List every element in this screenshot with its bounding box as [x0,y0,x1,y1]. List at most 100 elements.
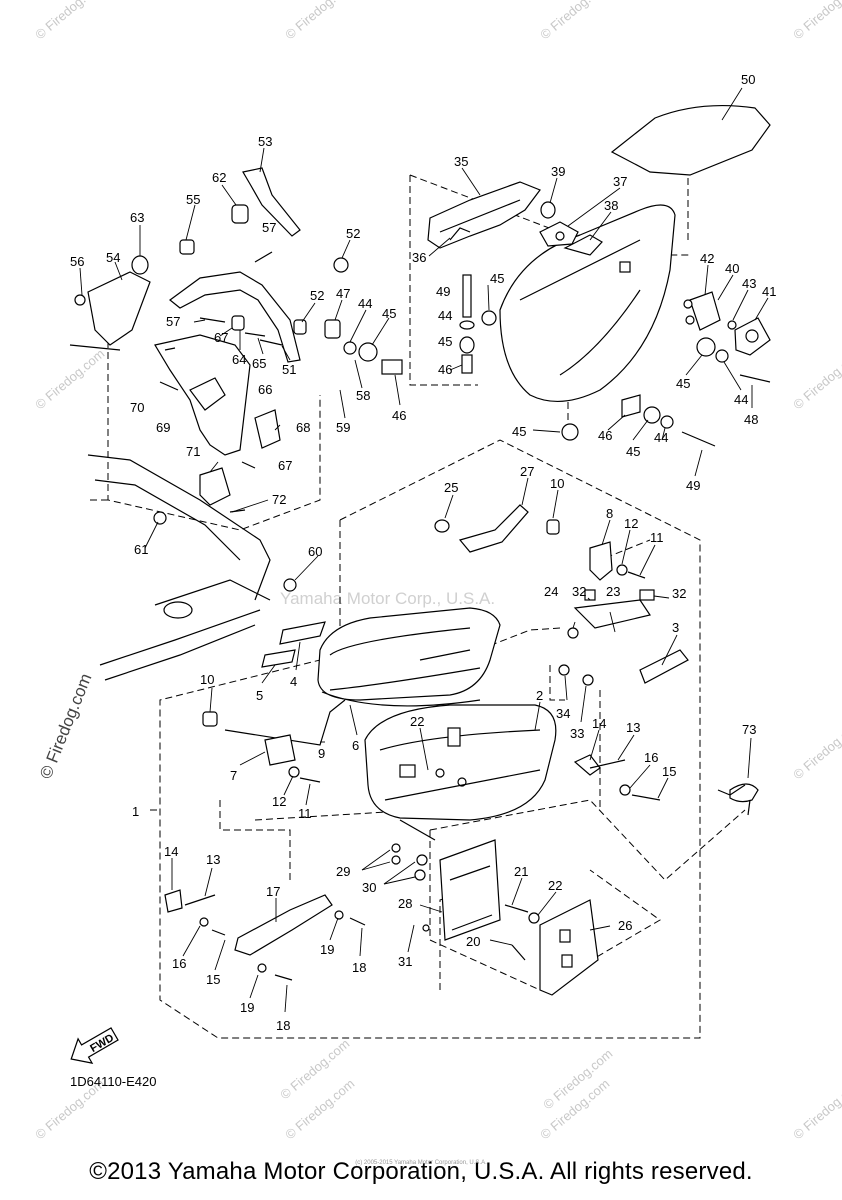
callout-44b: 44 [438,308,452,323]
callout-3: 3 [672,620,679,635]
callout-55: 55 [186,192,200,207]
watermark-side: © Firedog.com [36,671,95,782]
callout-12b: 12 [272,794,286,809]
callout-44: 44 [358,296,372,311]
watermark-small: © Firedog.com [790,716,842,782]
callout-16: 16 [644,750,658,765]
callout-57: 57 [262,220,276,235]
callout-10b: 10 [200,672,214,687]
callout-45b: 45 [382,306,396,321]
callout-46b: 46 [438,362,452,377]
callout-18b: 18 [276,1018,290,1033]
callout-41: 41 [762,284,776,299]
callout-49: 49 [436,284,450,299]
callout-18: 18 [352,960,366,975]
callout-43: 43 [742,276,756,291]
callout-45c: 45 [438,334,452,349]
callout-22b: 22 [548,878,562,893]
callout-47: 47 [336,286,350,301]
callout-29: 29 [336,864,350,879]
callout-61: 61 [134,542,148,557]
watermark-center: Yamaha Motor Corp., U.S.A. [280,589,495,608]
latches-and-hinges [164,504,759,981]
inner-plate-assembly [391,839,599,996]
callout-48: 48 [744,412,758,427]
callout-14b: 14 [164,844,178,859]
watermark-small: © Firedog.com [790,1076,842,1142]
callout-44c: 44 [734,392,748,407]
callout-25: 25 [444,480,458,495]
callout-12: 12 [624,516,638,531]
callout-51: 51 [282,362,296,377]
callout-19b: 19 [240,1000,254,1015]
callout-26: 26 [618,918,632,933]
callout-72: 72 [272,492,286,507]
watermark-small: © Firedog.com [790,0,842,42]
callout-20: 20 [466,934,480,949]
watermark-small: © Firedog.com [790,346,842,412]
callout-59: 59 [336,420,350,435]
callout-9: 9 [318,746,325,761]
callout-45: 45 [490,271,504,286]
watermark-small: © Firedog.com [32,0,107,42]
callout-5: 5 [256,688,263,703]
callout-15b: 15 [206,972,220,987]
callout-16b: 16 [172,956,186,971]
callout-32b: 32 [672,586,686,601]
callout-73: 73 [742,722,756,737]
callout-69: 69 [156,420,170,435]
callout-46c: 46 [598,428,612,443]
callout-17: 17 [266,884,280,899]
callout-68: 68 [296,420,310,435]
callout-71: 71 [186,444,200,459]
callout-21: 21 [514,864,528,879]
callout-31: 31 [398,954,412,969]
copyright-notice: ©2013 Yamaha Motor Corporation, U.S.A. A… [89,1158,753,1185]
mounting-bracket-assembly [69,167,349,592]
callout-45f: 45 [626,444,640,459]
callout-33: 33 [570,726,584,741]
watermark-small: © Firedog.com [537,0,612,42]
callout-62: 62 [212,170,226,185]
callout-63: 63 [130,210,144,225]
callout-46: 46 [392,408,406,423]
frame-outline [87,454,271,681]
callout-2: 2 [536,688,543,703]
callout-52b: 52 [310,288,324,303]
callout-58: 58 [356,388,370,403]
callout-36: 36 [412,250,426,265]
callout-15: 15 [662,764,676,779]
watermarks: © Firedog.com © Firedog.com © Firedog.co… [32,0,842,1142]
callout-64: 64 [232,352,246,367]
callout-70: 70 [130,400,144,415]
tiny-credit: (c) 2005-2015 Yamaha Motor Corporation, … [355,1160,487,1166]
callout-13b: 13 [206,852,220,867]
callout-7: 7 [230,768,237,783]
watermark-small: © Firedog.com [282,0,357,42]
fwd-arrow-icon: FWD [70,1027,119,1064]
callout-34: 34 [556,706,570,721]
callout-1: 1 [132,804,139,819]
callout-24: 24 [544,584,558,599]
callout-30: 30 [362,880,376,895]
callout-11: 11 [650,530,664,545]
callout-67b: 67 [278,458,292,473]
callout-22: 22 [410,714,424,729]
callout-19: 19 [320,942,334,957]
callout-28: 28 [398,896,412,911]
callout-52: 52 [346,226,360,241]
saddlebag-upper-assembly [427,181,771,403]
callout-53: 53 [258,134,272,149]
callout-45e: 45 [512,424,526,439]
callout-14: 14 [592,716,606,731]
spacers-and-bolts [324,274,771,447]
fwd-label: FWD [88,1032,116,1055]
callout-67: 67 [214,330,228,345]
callout-37: 37 [613,174,627,189]
callout-4: 4 [290,674,297,689]
callout-57b: 57 [166,314,180,329]
callout-49b: 49 [686,478,700,493]
callout-56: 56 [70,254,84,269]
callout-11b: 11 [298,806,312,821]
callout-leaders [79,87,769,1013]
